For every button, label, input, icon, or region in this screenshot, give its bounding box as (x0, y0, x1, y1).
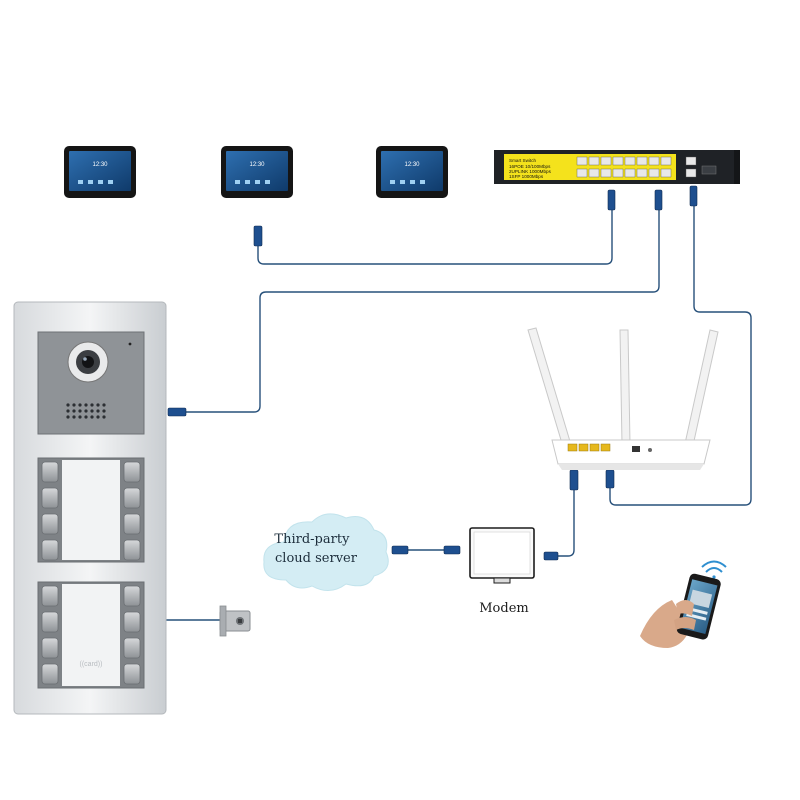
indoor-monitor: 12:30 (64, 146, 136, 198)
switch-label-panel (504, 154, 574, 180)
modem-label: Modem (479, 601, 528, 616)
switch-label-line: Smart Switch (509, 158, 537, 163)
rj45-connector (607, 189, 616, 211)
cloud-label-line2: cloud server (275, 551, 358, 566)
monitor-time: 12:30 (249, 162, 265, 168)
rj45-connector (569, 469, 579, 491)
cloud-label-line1: Third-party (274, 532, 350, 547)
cable-switch-to-router (609, 205, 752, 506)
switch-label-line: 16POE 10/100Mbps (509, 164, 551, 169)
monitor-time: 12:30 (404, 162, 420, 168)
door-station-panel: ((card)) (13, 301, 167, 715)
speaker-grille (66, 403, 106, 419)
rj45-connector (654, 189, 663, 211)
switch-label-line: 2UPLINK 1000Mbps (509, 169, 552, 174)
switch-ports (576, 156, 697, 178)
cables (166, 205, 752, 621)
svg-text:Third-party cloud server: Third-party cloud server (274, 532, 357, 566)
connectors (167, 185, 698, 561)
rj45-connector (253, 225, 263, 247)
name-card (62, 584, 120, 686)
call-buttons (41, 585, 141, 685)
rj45-connector (443, 545, 461, 555)
electric-lock (219, 605, 251, 637)
router-lan-ports (567, 443, 611, 452)
name-card (62, 460, 120, 560)
monitor-time: 12:30 (92, 162, 108, 168)
wifi-router (527, 327, 719, 470)
cable-switch-to-door-panel (186, 210, 660, 413)
rfid-symbol: ((card)) (80, 661, 103, 668)
indoor-monitor: 12:30 (221, 146, 293, 198)
rj45-connector (167, 407, 187, 417)
antenna (527, 327, 719, 451)
cloud-server: Third-party cloud server (263, 513, 389, 591)
cable-router-to-modem (556, 490, 575, 557)
poe-switch: Smart Switch 16POE 10/100Mbps 2UPLINK 10… (494, 150, 740, 184)
wifi-icon (701, 560, 727, 579)
call-buttons (41, 461, 141, 561)
cable-switch-to-monitor (257, 210, 613, 265)
smartphone-in-hand (640, 560, 727, 648)
rj45-connector (605, 469, 615, 489)
indoor-monitor: 12:30 (376, 146, 448, 198)
rj45-connector (391, 545, 409, 555)
switch-label-line: 1SFP 1000Mbps (509, 174, 544, 179)
rj45-connector (543, 551, 559, 561)
modem: Modem (469, 527, 535, 616)
svg-text:Smart Switch 16POE 10/10: Smart Switch 16POE 10/100Mbps 2UPLINK 10… (509, 158, 552, 179)
rj45-connector (689, 185, 698, 207)
